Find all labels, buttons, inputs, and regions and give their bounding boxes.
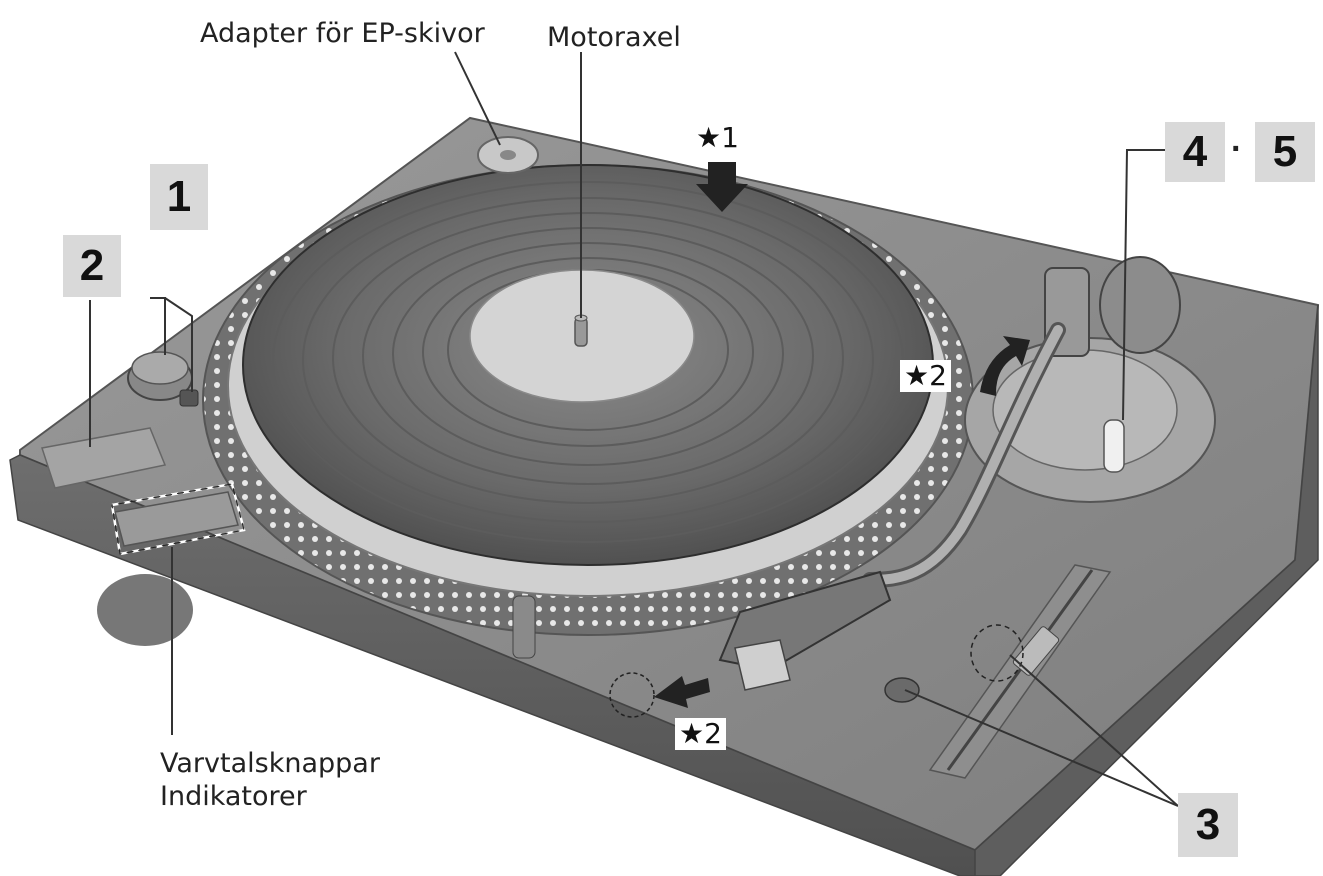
pitch-slider-knob — [1012, 626, 1060, 676]
arrow-down-icon — [696, 162, 748, 212]
callout-separator: · — [1231, 130, 1243, 168]
callout-4: 4 — [1165, 122, 1225, 182]
foot-front-left — [97, 574, 193, 646]
cartridge — [734, 639, 791, 691]
pitch-reset-circle — [970, 624, 1024, 682]
callout-5: 5 — [1255, 122, 1315, 182]
leader-lines — [89, 51, 1179, 807]
record-grooves — [272, 181, 904, 543]
arrow-left-icon — [654, 676, 710, 708]
start-stop-panel — [41, 427, 167, 489]
spindle — [574, 317, 588, 347]
pitch-reset-button — [884, 677, 920, 703]
label-spindle: Motoraxel — [547, 22, 681, 53]
note-star2-arm: ★2 — [900, 360, 951, 392]
callout-2: 2 — [63, 235, 121, 297]
callout-1: 1 — [150, 164, 208, 230]
target-light — [512, 595, 536, 659]
label-speed-buttons: Varvtalsknappar — [160, 748, 380, 779]
power-indicator — [179, 389, 199, 407]
speed-buttons-panel — [114, 491, 239, 547]
label-ep-adapter: Adapter för EP-skivor — [200, 18, 485, 49]
note-star1: ★1 — [692, 122, 743, 154]
plinth-right-face — [974, 304, 1319, 876]
arm-lift-lever — [1103, 419, 1125, 473]
callout-3: 3 — [1178, 793, 1238, 857]
curved-arrow-icon — [980, 336, 1030, 396]
armrest-marker — [609, 672, 655, 718]
label-indicators: Indikatorer — [160, 781, 307, 812]
plinth-front — [9, 454, 981, 876]
counterweight — [1099, 256, 1181, 354]
note-star2-head: ★2 — [675, 718, 726, 750]
